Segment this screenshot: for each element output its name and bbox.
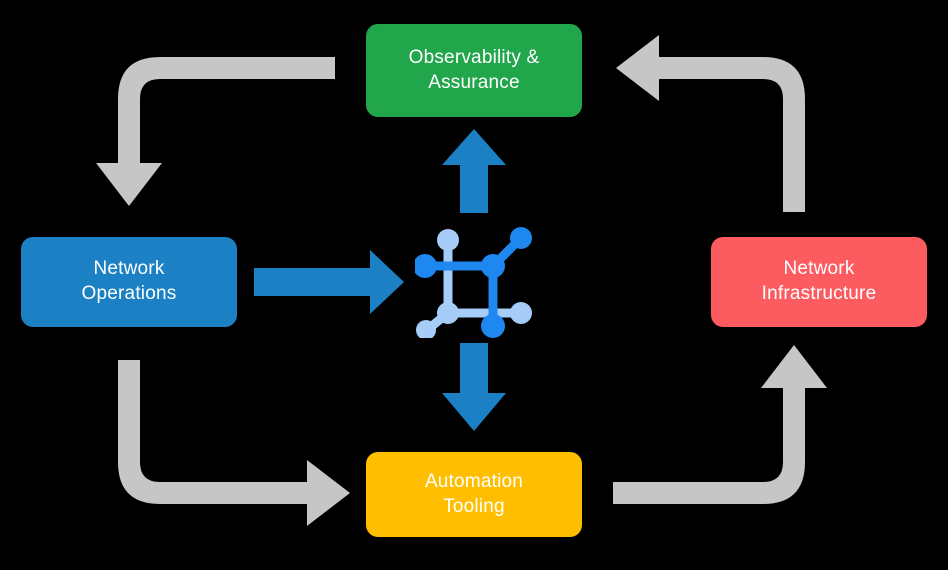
arrow-operations-to-automation <box>118 360 350 526</box>
arrow-observability-to-operations <box>96 57 335 206</box>
arrow-center-to-automation <box>442 343 506 431</box>
arrow-operations-to-center <box>254 250 404 314</box>
node-network-infrastructure[interactable]: Network Infrastructure <box>711 237 927 327</box>
arrow-center-to-observability <box>442 129 506 213</box>
node-automation-tooling[interactable]: Automation Tooling <box>366 452 582 537</box>
node-observability-assurance[interactable]: Observability & Assurance <box>366 24 582 117</box>
network-topology-icon <box>415 227 532 338</box>
node-network-operations[interactable]: Network Operations <box>21 237 237 327</box>
arrow-infrastructure-to-observability <box>616 35 805 212</box>
arrow-automation-to-infrastructure <box>613 345 827 504</box>
